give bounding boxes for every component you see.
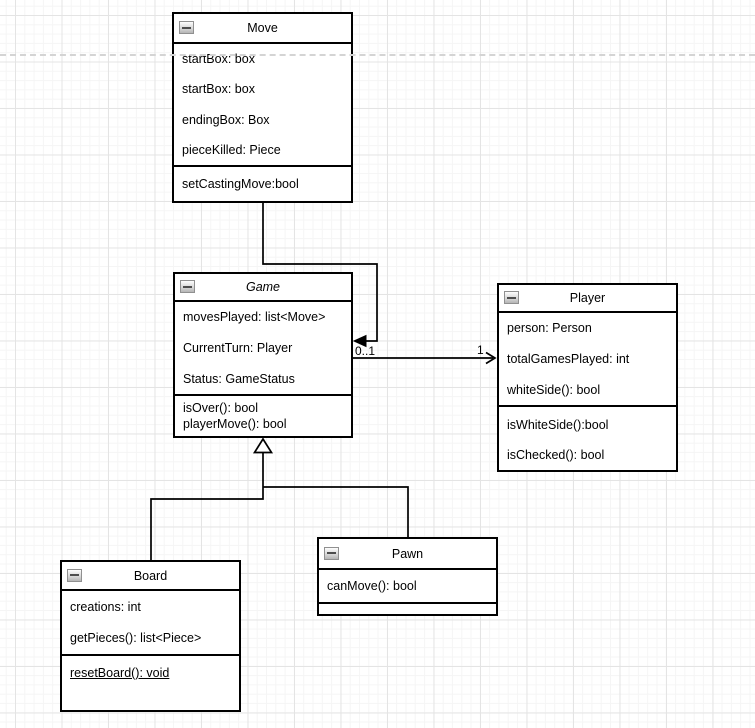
method-row[interactable]: isWhiteSide():bool (507, 418, 609, 432)
collapse-minus-icon[interactable] (67, 568, 82, 582)
attribute-row[interactable]: whiteSide(): bool (507, 382, 601, 397)
class-move-header[interactable]: Move (174, 14, 351, 44)
attribute-row[interactable]: Status: GameStatus (183, 371, 295, 386)
class-board-header[interactable]: Board (62, 562, 239, 591)
class-game-methods: isOver(): bool playerMove(): bool (175, 394, 351, 436)
minus-glyph (182, 26, 191, 29)
attribute-row[interactable]: pieceKilled: Piece (182, 142, 281, 157)
class-game-attributes: movesPlayed: list<Move> CurrentTurn: Pla… (175, 302, 351, 394)
attribute-row[interactable]: totalGamesPlayed: int (507, 352, 630, 366)
attribute-row[interactable]: movesPlayed: list<Move> (183, 310, 326, 325)
class-pawn-methods (319, 602, 496, 614)
class-game-header[interactable]: Game (175, 274, 351, 302)
class-player-attributes: person: Person totalGamesPlayed: int whi… (499, 313, 676, 405)
class-title: Board (133, 568, 168, 583)
collapse-minus-icon[interactable] (324, 546, 339, 560)
method-row[interactable]: isOver(): bool (183, 401, 259, 415)
minus-glyph (507, 296, 516, 299)
collapse-minus-icon[interactable] (179, 21, 194, 34)
minus-glyph (327, 552, 336, 554)
class-player[interactable]: Player person: Person totalGamesPlayed: … (497, 283, 678, 472)
static-method-row[interactable]: resetBoard(): void (70, 666, 170, 680)
class-pawn-header[interactable]: Pawn (319, 539, 496, 570)
class-title: Move (247, 21, 278, 35)
class-board-attributes: creations: int getPieces(): list<Piece> (62, 591, 239, 654)
class-title: Game (245, 280, 281, 294)
class-player-methods: isWhiteSide():bool isChecked(): bool (499, 405, 676, 470)
class-move-attributes: startBox: box startBox: box endingBox: B… (174, 44, 351, 165)
open-arrowhead-icon (485, 351, 497, 365)
method-row[interactable]: isChecked(): bool (507, 448, 605, 462)
inheritance-triangle-icon (252, 437, 274, 454)
class-player-header[interactable]: Player (499, 285, 676, 313)
edge-board-game-inheritance[interactable] (150, 452, 264, 560)
collapse-minus-icon[interactable] (180, 280, 195, 293)
class-title: Pawn (391, 546, 424, 561)
class-move-methods: setCastingMove:bool (174, 165, 351, 201)
minus-glyph (183, 285, 192, 288)
attribute-row[interactable]: canMove(): bool (327, 579, 417, 593)
attribute-row[interactable]: getPieces(): list<Piece> (70, 631, 202, 646)
attribute-row[interactable]: creations: int (70, 599, 141, 614)
attribute-row[interactable]: person: Person (507, 321, 592, 336)
method-row[interactable]: setCastingMove:bool (182, 177, 299, 191)
class-game[interactable]: Game movesPlayed: list<Move> CurrentTurn… (173, 272, 353, 438)
attribute-row[interactable]: startBox: box (182, 82, 255, 97)
attribute-row[interactable]: startBox: box (182, 52, 255, 67)
edge-move-game[interactable] (262, 203, 378, 342)
method-row[interactable]: playerMove(): bool (183, 417, 287, 431)
attribute-row[interactable]: endingBox: Box (182, 112, 270, 127)
minus-glyph (70, 574, 79, 576)
class-board-methods: resetBoard(): void (62, 654, 239, 710)
class-pawn[interactable]: Pawn canMove(): bool (317, 537, 498, 616)
class-board[interactable]: Board creations: int getPieces(): list<P… (60, 560, 241, 712)
attribute-row[interactable]: CurrentTurn: Player (183, 341, 293, 355)
collapse-minus-icon[interactable] (504, 291, 519, 304)
filled-arrowhead-icon (352, 334, 367, 348)
class-title: Player (569, 291, 606, 305)
class-pawn-attributes: canMove(): bool (319, 570, 496, 602)
class-move[interactable]: Move startBox: box startBox: box endingB… (172, 12, 353, 203)
edge-pawn-game-inheritance[interactable] (263, 486, 409, 537)
